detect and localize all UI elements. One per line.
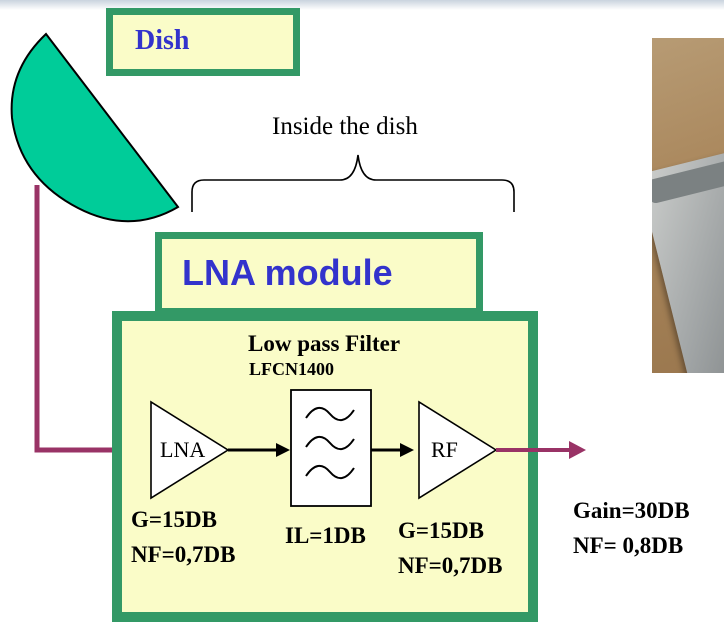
metal-enclosure [652, 148, 724, 373]
lna-enclosure-photo [652, 38, 724, 373]
lna-symbol-label: LNA [160, 437, 206, 462]
dish-reflector [10, 32, 180, 223]
output-arrowhead [569, 441, 586, 459]
lna-module-title: LNA module [182, 252, 393, 293]
enclosure-ridge [652, 157, 724, 205]
filter-wave-3 [305, 465, 355, 479]
filter-part-number: LFCN1400 [249, 359, 334, 379]
stage1-gain: G=15DB [131, 507, 217, 532]
low-pass-filter-symbol [290, 389, 372, 507]
filter-wave-1 [305, 407, 355, 421]
rf-amplifier-symbol [418, 400, 498, 500]
filter-to-rf-arrowhead [400, 443, 414, 457]
stage2-gain: G=15DB [398, 518, 484, 543]
total-gain: Gain=30DB [573, 498, 690, 523]
stage1-noise-figure: NF=0,7DB [131, 542, 236, 567]
rf-symbol-label: RF [431, 437, 458, 462]
inside-dish-brace [191, 154, 515, 212]
top-rule [0, 0, 724, 10]
lna-to-filter-arrowhead [276, 443, 290, 457]
stage2-noise-figure: NF=0,7DB [398, 553, 503, 578]
filter-title: Low pass Filter [248, 331, 401, 356]
dish-title-box: Dish [106, 8, 300, 76]
inside-dish-label: Inside the dish [272, 113, 418, 140]
total-noise-figure: NF= 0,8DB [573, 533, 684, 558]
lna-amplifier-symbol [150, 400, 230, 500]
filter-wave-2 [305, 436, 355, 450]
filter-insertion-loss: IL=1DB [285, 523, 366, 548]
dish-title: Dish [135, 25, 190, 56]
lna-module-title-box: LNA module [155, 232, 483, 315]
